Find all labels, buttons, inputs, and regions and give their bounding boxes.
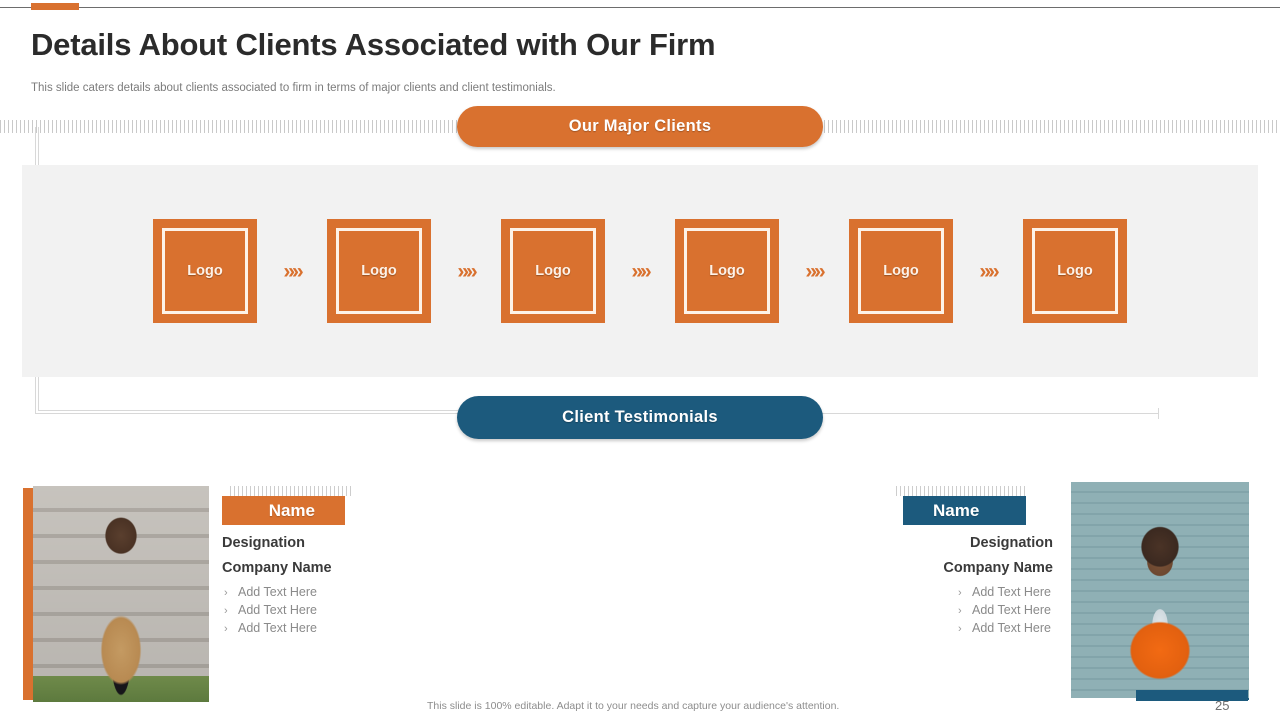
name-banner-left: Name bbox=[222, 496, 345, 525]
connector-horizontal-left bbox=[35, 413, 460, 414]
designation-left: Designation bbox=[222, 535, 305, 551]
logo-box-6[interactable]: Logo bbox=[1023, 219, 1127, 323]
logo-box-4[interactable]: Logo bbox=[675, 219, 779, 323]
name-label-left: Name bbox=[268, 500, 315, 520]
list-item: › Add Text Here bbox=[222, 620, 437, 638]
our-major-clients-banner[interactable]: Our Major Clients bbox=[457, 106, 823, 147]
logo-label-4: Logo bbox=[684, 228, 770, 314]
logo-label-6: Logo bbox=[1032, 228, 1118, 314]
list-item: › Add Text Here bbox=[222, 602, 437, 620]
chevron-bullet-icon: › bbox=[224, 605, 228, 617]
chevron-bullet-icon: › bbox=[224, 623, 228, 635]
logo-box-1[interactable]: Logo bbox=[153, 219, 257, 323]
testimonial-photo-right bbox=[1071, 482, 1249, 698]
name-banner-right: Name bbox=[903, 496, 1026, 525]
chevron-bullet-icon: › bbox=[958, 605, 962, 617]
hatch-accent-left bbox=[230, 486, 353, 496]
top-divider-line bbox=[0, 7, 1280, 8]
major-clients-panel: Logo »» Logo »» Logo »» Logo »» Logo »» … bbox=[22, 165, 1258, 377]
footer-accent-tab bbox=[1136, 690, 1248, 701]
logo-label-1: Logo bbox=[162, 228, 248, 314]
logo-box-2[interactable]: Logo bbox=[327, 219, 431, 323]
chevron-right-icon-2: »» bbox=[457, 259, 477, 283]
hatch-line-right bbox=[812, 120, 1280, 133]
list-item-text: Add Text Here bbox=[972, 603, 1051, 617]
logo-label-3: Logo bbox=[510, 228, 596, 314]
designation-right: Designation bbox=[970, 535, 1053, 551]
connector-end-cap bbox=[1158, 408, 1159, 419]
list-item: › Add Text Here bbox=[838, 602, 1053, 620]
top-orange-accent bbox=[31, 3, 79, 10]
testimonial-photo-left bbox=[33, 486, 209, 702]
chevron-right-icon-1: »» bbox=[283, 259, 303, 283]
chevron-bullet-icon: › bbox=[958, 623, 962, 635]
man-on-phone-photo bbox=[33, 486, 209, 702]
chevron-right-icon-5: »» bbox=[979, 259, 999, 283]
list-item-text: Add Text Here bbox=[972, 621, 1051, 635]
our-major-clients-label: Our Major Clients bbox=[568, 117, 712, 135]
bullet-list-right: › Add Text Here › Add Text Here › Add Te… bbox=[838, 584, 1053, 638]
logo-box-3[interactable]: Logo bbox=[501, 219, 605, 323]
logo-box-5[interactable]: Logo bbox=[849, 219, 953, 323]
company-name-left: Company Name bbox=[222, 560, 332, 576]
page-number: 25 bbox=[1215, 698, 1230, 713]
company-name-right: Company Name bbox=[943, 560, 1053, 576]
chevron-right-icon-4: »» bbox=[805, 259, 825, 283]
hatch-line-left bbox=[0, 120, 470, 133]
bullet-list-left: › Add Text Here › Add Text Here › Add Te… bbox=[222, 584, 437, 638]
connector-horizontal-right bbox=[820, 413, 1158, 414]
logo-row: Logo »» Logo »» Logo »» Logo »» Logo »» … bbox=[22, 165, 1258, 377]
footer-note: This slide is 100% editable. Adapt it to… bbox=[427, 700, 840, 712]
page-title: Details About Clients Associated with Ou… bbox=[31, 27, 716, 62]
list-item: › Add Text Here bbox=[838, 620, 1053, 638]
testimonial-body-right: Name Designation Company Name › Add Text… bbox=[838, 486, 1053, 638]
woman-orange-blazer-photo bbox=[1071, 482, 1249, 698]
list-item-text: Add Text Here bbox=[238, 603, 317, 617]
list-item: › Add Text Here bbox=[838, 584, 1053, 602]
testimonial-card-right: Name Designation Company Name › Add Text… bbox=[838, 470, 1258, 705]
name-label-right: Name bbox=[933, 500, 980, 520]
testimonial-body-left: Name Designation Company Name › Add Text… bbox=[222, 486, 437, 638]
client-testimonials-banner[interactable]: Client Testimonials bbox=[457, 396, 823, 439]
connector-horizontal-left-inner bbox=[38, 410, 458, 411]
logo-label-5: Logo bbox=[858, 228, 944, 314]
list-item-text: Add Text Here bbox=[972, 585, 1051, 599]
logo-label-2: Logo bbox=[336, 228, 422, 314]
chevron-right-icon-3: »» bbox=[631, 259, 651, 283]
list-item-text: Add Text Here bbox=[238, 621, 317, 635]
list-item: › Add Text Here bbox=[222, 584, 437, 602]
hatch-accent-right bbox=[896, 486, 1026, 496]
chevron-bullet-icon: › bbox=[224, 587, 228, 599]
client-testimonials-label: Client Testimonials bbox=[562, 408, 718, 426]
testimonial-card-left: Name Designation Company Name › Add Text… bbox=[22, 470, 442, 705]
list-item-text: Add Text Here bbox=[238, 585, 317, 599]
chevron-bullet-icon: › bbox=[958, 587, 962, 599]
page-subtitle: This slide caters details about clients … bbox=[31, 82, 556, 94]
